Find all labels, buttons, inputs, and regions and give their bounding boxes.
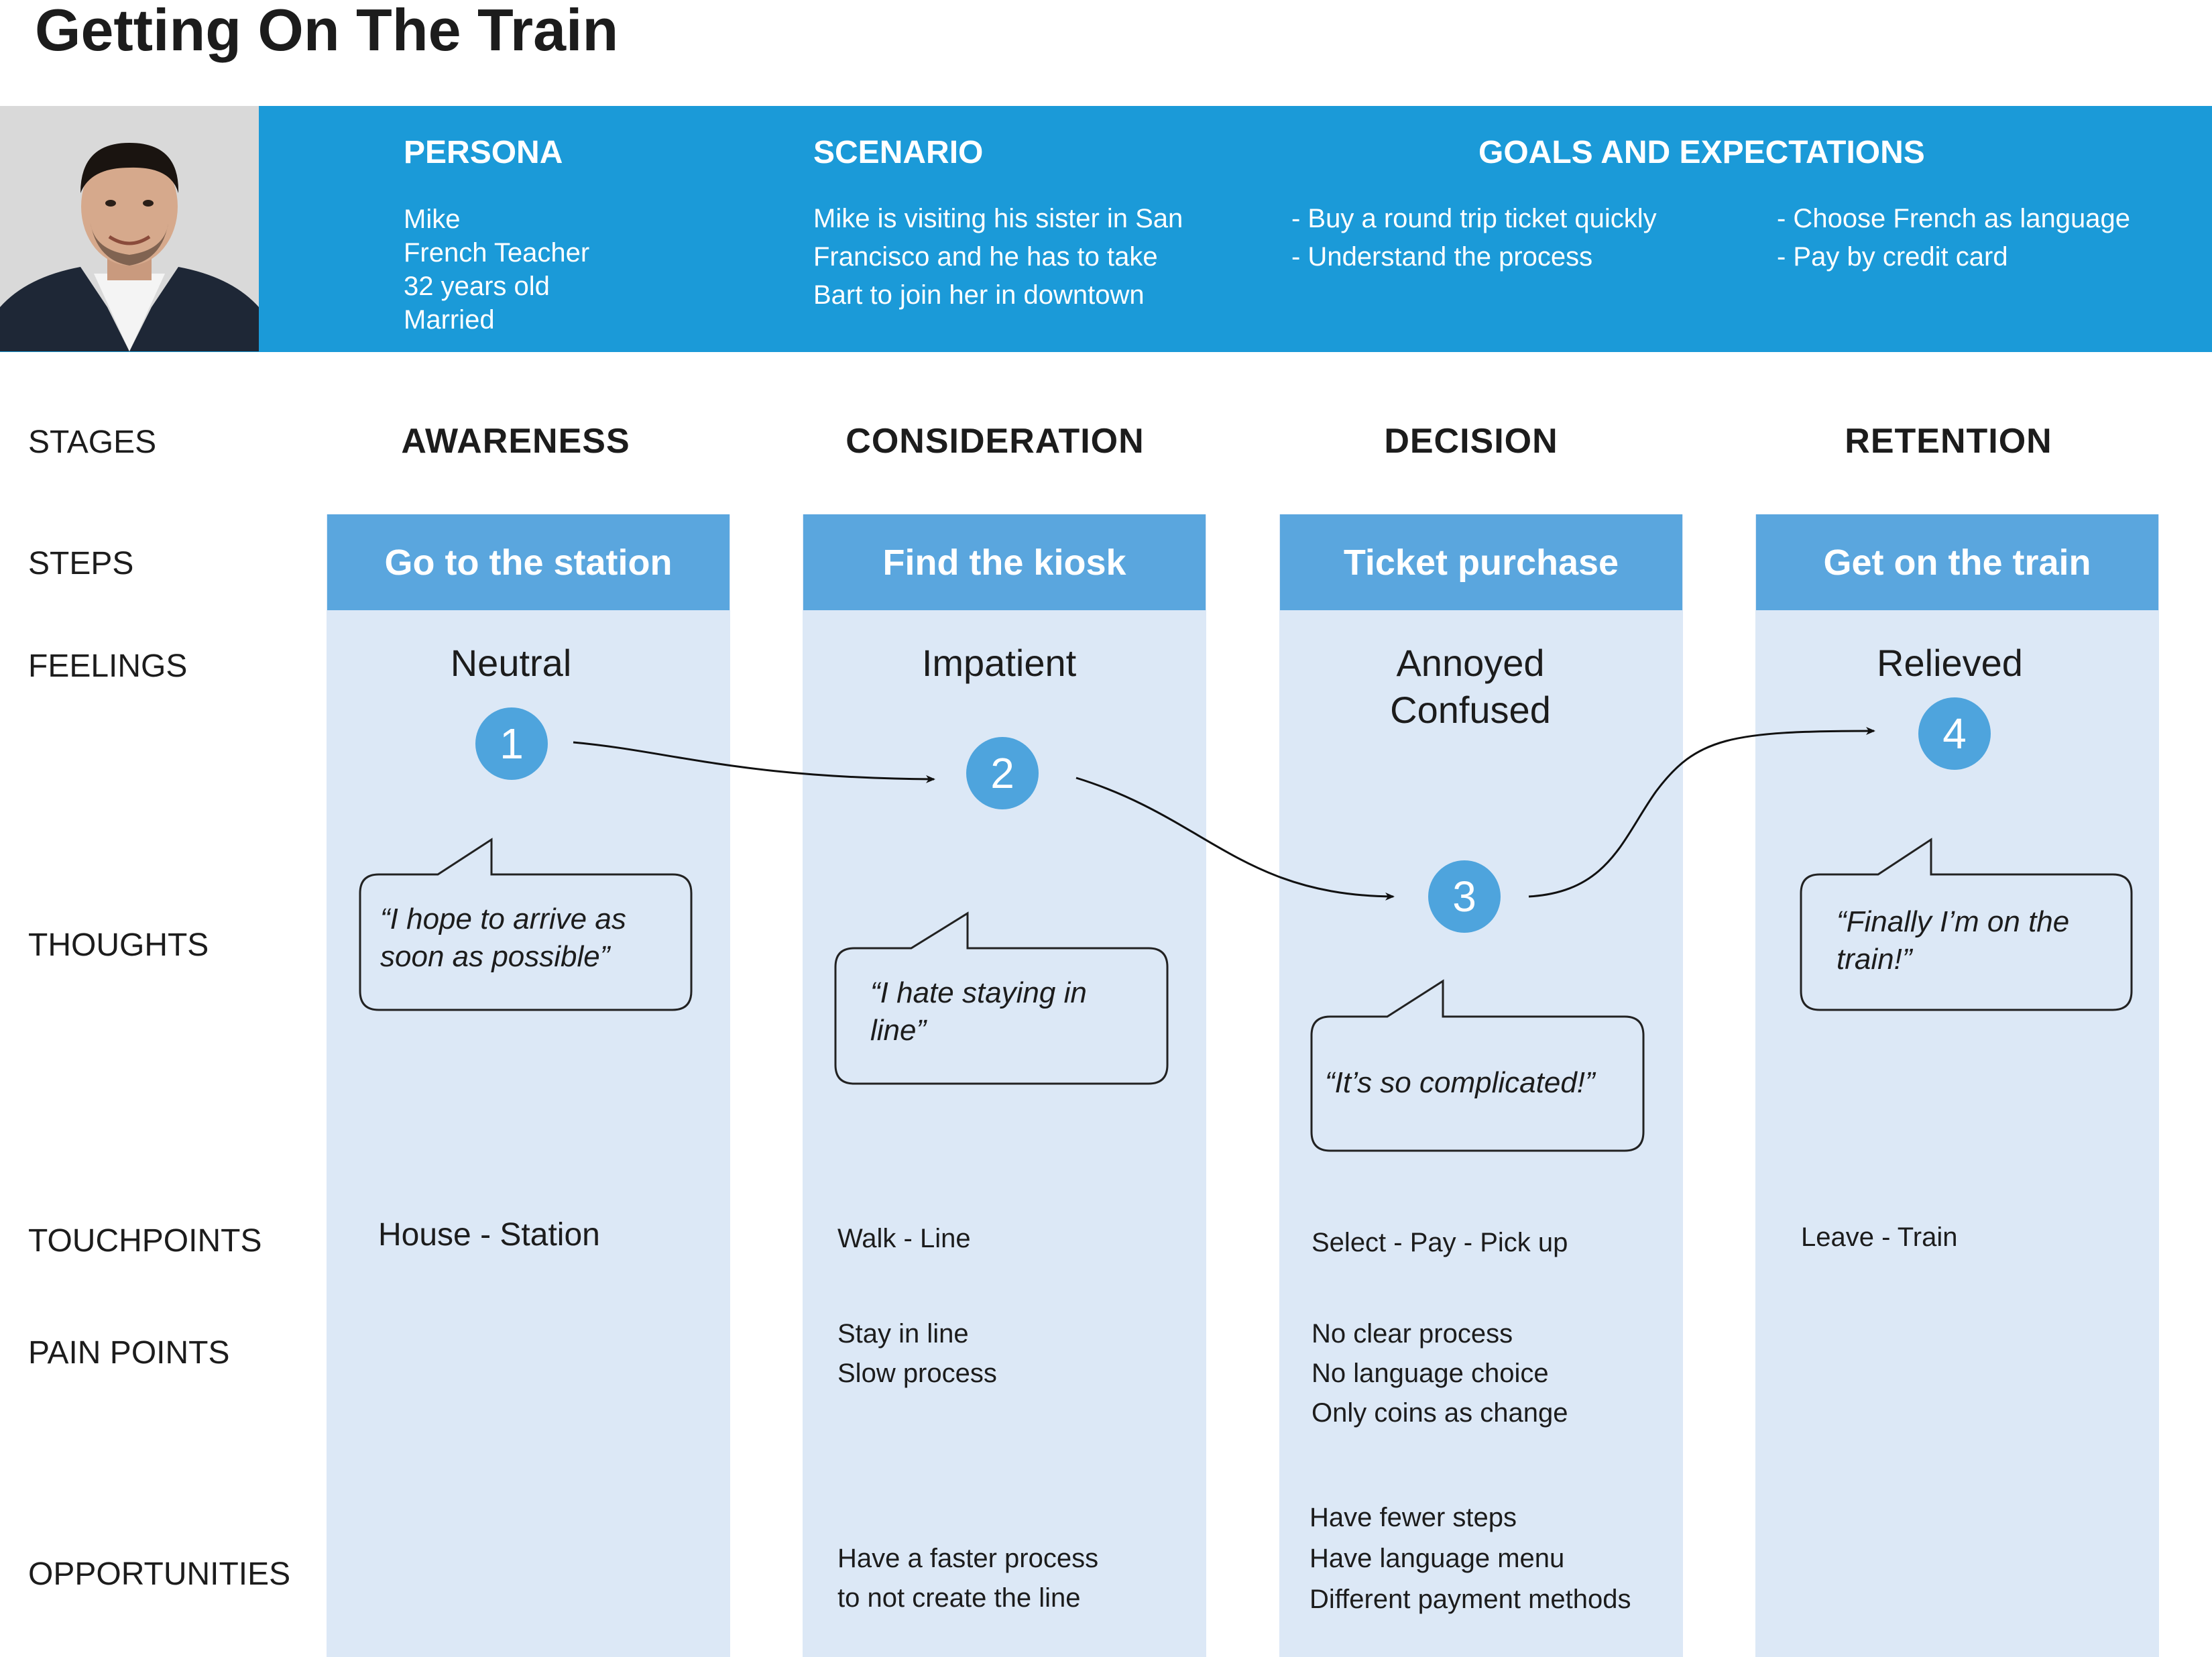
pain-point: Slow process [837,1359,997,1388]
feeling-text: Relieved [1877,642,2023,684]
row-label-touchpoints: TOUCHPOINTS [28,1223,262,1259]
stage-consideration: CONSIDERATION [846,422,1145,461]
page-title: Getting On The Train [35,0,619,63]
pain-points-decision: No clear process No language choice Only… [1312,1314,1568,1433]
scenario-line: Francisco and he has to take [813,242,1158,272]
thought-line: “I hope to arrive as [380,903,626,935]
thought-line: soon as possible” [380,940,610,973]
thought-bubble-4 [1800,838,2133,1011]
thought-line: “It’s so complicated!” [1325,1066,1595,1099]
stage-decision: DECISION [1384,422,1558,461]
step-go-to-station: Go to the station [327,514,730,610]
opportunity: Have a faster process [837,1544,1099,1573]
pain-point: Stay in line [837,1319,969,1349]
row-label-feelings: FEELINGS [28,648,188,684]
row-label-stages: STAGES [28,424,157,460]
scenario-text: Mike is visiting his sister in San Franc… [813,200,1183,315]
goal-item: - Understand the process [1291,242,1593,272]
scenario-heading: SCENARIO [813,135,984,170]
touchpoint-decision: Select - Pay - Pick up [1312,1228,1568,1257]
step-node-3: 3 [1428,860,1501,933]
step-node-2: 2 [966,737,1039,809]
persona-photo [0,106,259,351]
persona-job: French Teacher [404,238,590,268]
feeling-decision: Annoyed Confused [1269,640,1672,734]
scenario-line: Mike is visiting his sister in San [813,204,1183,233]
step-node-1: 1 [475,707,548,780]
thought-bubble-2 [834,911,1169,1085]
persona-heading: PERSONA [404,135,563,170]
thought-text-awareness: “I hope to arrive as soon as possible” [380,901,626,976]
thought-line: line” [870,1014,927,1047]
step-ticket-purchase: Ticket purchase [1280,514,1682,610]
step-node-4: 4 [1918,697,1991,770]
thought-line: train!” [1837,943,1912,976]
opportunity: to not create the line [837,1583,1081,1613]
row-label-pain-points: PAIN POINTS [28,1335,230,1371]
touchpoint-retention: Leave - Train [1801,1222,1958,1252]
touchpoint-awareness: House - Station [378,1217,600,1253]
column-consideration [803,514,1206,1657]
pain-points-consideration: Stay in line Slow process [837,1314,997,1393]
thought-line: “I hate staying in [870,976,1087,1009]
column-awareness [327,514,730,1657]
feeling-text: Annoyed [1396,642,1545,684]
persona-status: Married [404,305,495,335]
pain-point: Only coins as change [1312,1398,1568,1428]
goals-list-2: - Choose French as language - Pay by cre… [1777,200,2130,276]
row-label-steps: STEPS [28,546,134,581]
thought-bubble-3 [1310,979,1645,1152]
thought-text-decision: “It’s so complicated!” [1325,1064,1595,1102]
flow-arrow-1-2 [573,741,935,783]
row-label-thoughts: THOUGHTS [28,927,209,963]
feeling-text: Neutral [450,642,572,684]
touchpoint-consideration: Walk - Line [837,1224,971,1253]
row-label-opportunities: OPPORTUNITIES [28,1556,291,1592]
feeling-awareness: Neutral [310,640,712,687]
persona-details: Mike French Teacher 32 years old Married [404,203,589,337]
stage-retention: RETENTION [1845,422,2052,461]
flow-arrow-3-4 [1528,727,1875,898]
opportunity: Different payment methods [1309,1585,1631,1614]
feeling-retention: Relieved [1749,640,2151,687]
goals-heading: GOALS AND EXPECTATIONS [1478,135,1925,170]
person-avatar-icon [0,106,259,351]
feeling-text: Confused [1390,689,1551,731]
thought-text-consideration: “I hate staying in line” [870,974,1087,1049]
goals-list-1: - Buy a round trip ticket quickly - Unde… [1291,200,1657,276]
opportunities-decision: Have fewer steps Have language menu Diff… [1309,1497,1631,1620]
opportunities-consideration: Have a faster process to not create the … [837,1539,1098,1618]
feeling-text: Impatient [921,642,1077,684]
step-get-on-train: Get on the train [1756,514,2158,610]
pain-point: No language choice [1312,1359,1549,1388]
goal-item: - Pay by credit card [1777,242,2008,272]
opportunity: Have language menu [1309,1544,1565,1573]
persona-header-band [0,106,2212,352]
goal-item: - Choose French as language [1777,204,2130,233]
goal-item: - Buy a round trip ticket quickly [1291,204,1657,233]
step-find-kiosk: Find the kiosk [803,514,1206,610]
feeling-consideration: Impatient [798,640,1200,687]
flow-arrow-2-3 [1075,777,1395,901]
scenario-line: Bart to join her in downtown [813,280,1145,310]
pain-point: No clear process [1312,1319,1513,1349]
thought-line: “Finally I’m on the [1837,905,2070,938]
persona-name: Mike [404,205,461,234]
thought-text-retention: “Finally I’m on the train!” [1837,903,2069,978]
stage-awareness: AWARENESS [401,422,630,461]
persona-age: 32 years old [404,272,550,301]
opportunity: Have fewer steps [1309,1503,1517,1532]
thought-bubble-1 [359,838,693,1011]
